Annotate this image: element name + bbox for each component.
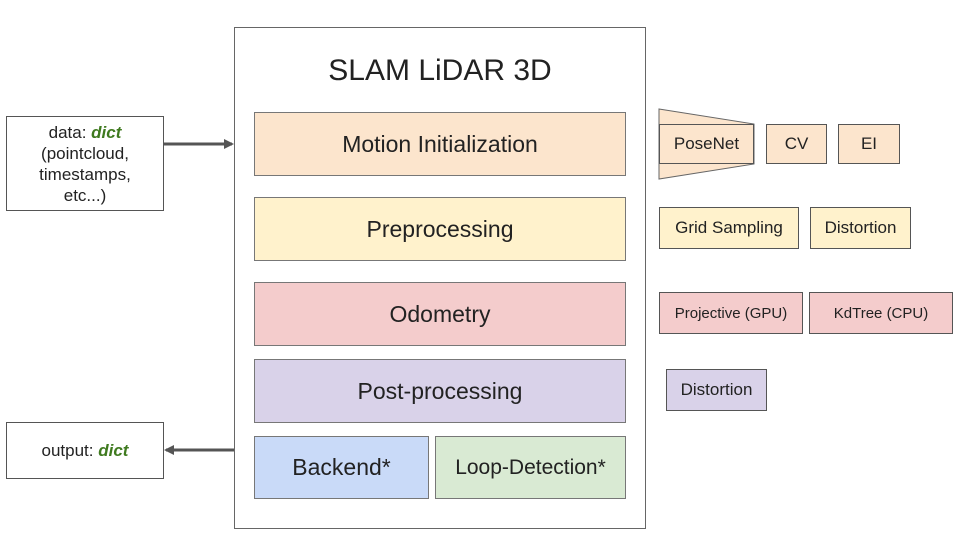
output-prefix: output: [41, 441, 99, 460]
input-line-3: etc...) [63, 185, 107, 205]
output-box: output: dict [6, 422, 164, 479]
module-ei: EI [838, 124, 900, 164]
module-kdtree-cpu: KdTree (CPU) [809, 292, 953, 334]
stage-motion-initialization: Motion Initialization [254, 112, 626, 176]
module-postprocessing-distortion: Distortion [666, 369, 767, 411]
stage-odometry: Odometry [254, 282, 626, 346]
module-cv: CV [766, 124, 827, 164]
stage-backend: Backend* [254, 436, 429, 499]
diagram-title: SLAM LiDAR 3D [328, 54, 552, 87]
stage-post-processing: Post-processing [254, 359, 626, 423]
input-type-line: data: dict [49, 122, 122, 143]
input-box: data: dict (pointcloud, timestamps, etc.… [6, 116, 164, 211]
module-grid-sampling: Grid Sampling [659, 207, 799, 249]
stage-preprocessing: Preprocessing [254, 197, 626, 261]
output-type: dict [98, 441, 129, 460]
input-prefix: data: [48, 122, 92, 142]
module-posenet: PoseNet [659, 124, 754, 164]
input-type: dict [91, 122, 122, 142]
module-projective-gpu: Projective (GPU) [659, 292, 803, 334]
input-line-2: timestamps, [39, 164, 131, 184]
stage-loop-detection: Loop-Detection* [435, 436, 626, 499]
module-preprocessing-distortion: Distortion [810, 207, 911, 249]
input-line-1: (pointcloud, [41, 143, 129, 163]
